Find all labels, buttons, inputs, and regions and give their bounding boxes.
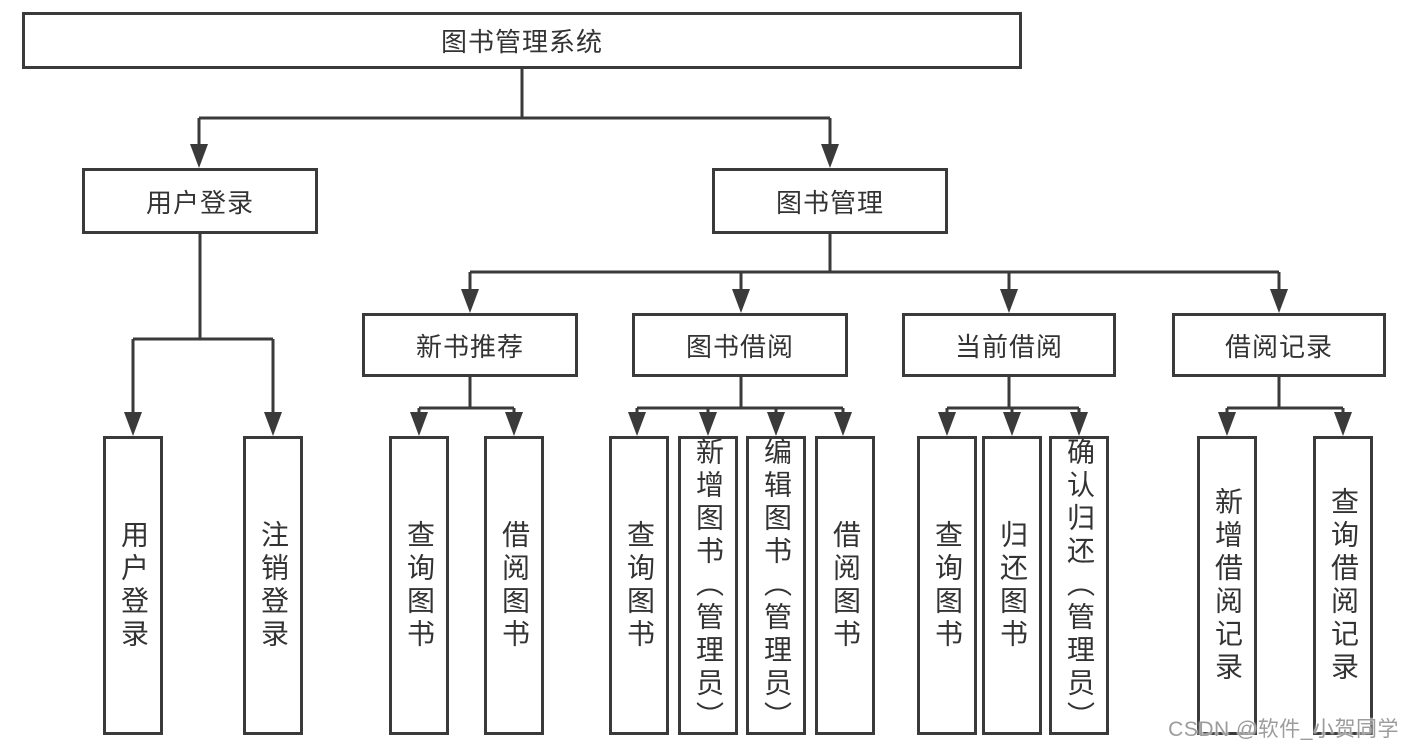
arrow-down-icon [767, 412, 785, 436]
leaf-borrow-books-label: 借阅图书 [830, 519, 861, 652]
arrow-down-icon [1070, 412, 1088, 436]
leaf-query-books-recommend: 查询图书 [389, 436, 449, 735]
leaf-add-borrow-record-label: 新增借阅记录 [1212, 486, 1243, 685]
leaf-add-book-admin-label: 新增图书（管理员） [693, 437, 724, 734]
node-new-book-recommend: 新书推荐 [362, 313, 578, 377]
node-new-book-recommend-label: 新书推荐 [415, 331, 524, 362]
leaf-edit-book-admin-label: 编辑图书（管理员） [761, 437, 792, 734]
arrow-down-icon [124, 412, 142, 436]
leaf-query-books-recommend-label: 查询图书 [404, 519, 435, 652]
arrow-down-icon [1218, 412, 1236, 436]
leaf-user-login: 用户登录 [103, 436, 163, 735]
arrow-down-icon [699, 412, 717, 436]
leaf-logout: 注销登录 [243, 436, 303, 735]
arrow-down-icon [732, 289, 750, 313]
arrow-down-icon [190, 144, 208, 168]
leaf-borrow-books: 借阅图书 [815, 436, 875, 735]
arrow-down-icon [461, 289, 479, 313]
arrow-down-icon [505, 412, 523, 436]
leaf-query-borrow-record-label: 查询借阅记录 [1328, 486, 1359, 685]
leaf-return-books-label: 归还图书 [997, 519, 1028, 652]
node-borrowing-records-label: 借阅记录 [1224, 331, 1333, 362]
arrow-down-icon [1003, 412, 1021, 436]
leaf-add-book-admin: 新增图书（管理员） [678, 436, 738, 735]
leaf-query-books-borrow-label: 查询图书 [624, 519, 655, 652]
node-book-borrowing-label: 图书借阅 [685, 331, 794, 362]
arrow-down-icon [938, 412, 956, 436]
leaf-query-books-current-label: 查询图书 [932, 519, 963, 652]
node-current-borrowing: 当前借阅 [902, 313, 1116, 377]
leaf-borrow-books-recommend: 借阅图书 [484, 436, 544, 735]
leaf-query-books-borrow: 查询图书 [609, 436, 669, 735]
node-borrowing-records: 借阅记录 [1172, 313, 1386, 377]
arrow-down-icon [410, 412, 428, 436]
node-current-borrowing-label: 当前借阅 [954, 331, 1063, 362]
node-user-login: 用户登录 [82, 168, 318, 234]
leaf-borrow-books-recommend-label: 借阅图书 [499, 519, 530, 652]
arrow-down-icon [628, 412, 646, 436]
leaf-query-books-current: 查询图书 [917, 436, 977, 735]
arrow-down-icon [1000, 289, 1018, 313]
arrow-down-icon [264, 412, 282, 436]
node-book-borrowing: 图书借阅 [632, 313, 848, 377]
leaf-user-login-label: 用户登录 [118, 519, 149, 652]
leaf-confirm-return-admin: 确认归还（管理员） [1049, 436, 1109, 735]
leaf-return-books: 归还图书 [982, 436, 1042, 735]
node-book-management: 图书管理 [712, 168, 948, 234]
watermark: CSDN @软件_小贺同学 [1168, 718, 1399, 741]
leaf-add-borrow-record: 新增借阅记录 [1197, 436, 1257, 735]
leaf-query-borrow-record: 查询借阅记录 [1313, 436, 1373, 735]
arrow-down-icon [821, 144, 839, 168]
arrow-down-icon [1270, 289, 1288, 313]
arrow-down-icon [1334, 412, 1352, 436]
leaf-logout-label: 注销登录 [258, 519, 289, 652]
node-root: 图书管理系统 [22, 12, 1022, 69]
leaf-confirm-return-admin-label: 确认归还（管理员） [1064, 437, 1095, 734]
node-root-label: 图书管理系统 [440, 27, 603, 57]
arrow-down-icon [834, 412, 852, 436]
node-user-login-label: 用户登录 [145, 187, 254, 218]
leaf-edit-book-admin: 编辑图书（管理员） [746, 436, 806, 735]
node-book-management-label: 图书管理 [775, 187, 884, 218]
